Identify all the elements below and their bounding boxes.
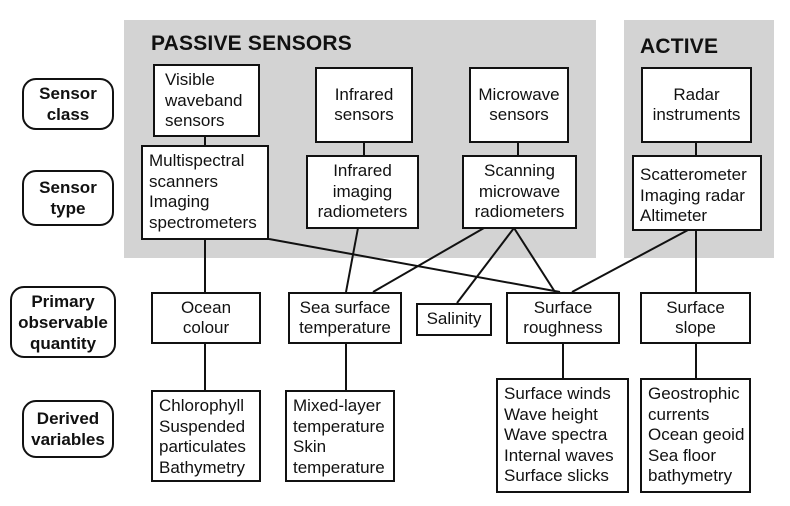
box-derived-sst: Mixed-layer temperature Skin temperature [285,390,395,482]
box-derived-ocean-colour: Chlorophyll Suspended particulates Bathy… [151,390,261,482]
box-microwave-sensors: Microwave sensors [469,67,569,143]
connector-active-roughness [571,229,689,293]
box-surface-roughness: Surface roughness [506,292,620,344]
box-salinity: Salinity [416,303,492,336]
box-infrared-imaging-radiometers: Infrared imaging radiometers [306,155,419,229]
box-scanning-microwave-radiometers: Scanning microwave radiometers [462,155,577,229]
box-visible-waveband-sensors: Visible waveband sensors [153,64,260,137]
box-derived-roughness: Surface winds Wave height Wave spectra I… [496,378,629,493]
row-label-sensor-type: Sensor type [22,170,114,226]
row-label-derived-variables: Derived variables [22,400,114,458]
box-derived-slope: Geostrophic currents Ocean geoid Sea flo… [640,378,751,493]
connector-microwave-sst [372,227,485,293]
passive-sensors-title: PASSIVE SENSORS [151,32,353,55]
row-label-sensor-class: Sensor class [22,78,114,130]
box-radar-instruments: Radar instruments [641,67,752,143]
box-multispectral-scanners: Multispectral scanners Imaging spectrome… [141,145,269,240]
box-active-instruments: Scatterometer Imaging radar Altimeter [632,155,762,231]
box-infrared-sensors: Infrared sensors [315,67,413,143]
connector-microwave-salinity [456,227,515,304]
connector-microwave-roughness [513,227,556,293]
box-sea-surface-temperature: Sea surface temperature [288,292,402,344]
box-surface-slope: Surface slope [640,292,751,344]
connector-multispectral-roughness [268,238,561,293]
box-ocean-colour: Ocean colour [151,292,261,344]
active-title: ACTIVE [640,35,719,58]
row-label-primary-observable: Primary observable quantity [10,286,116,358]
connector-infrared-sst [345,227,359,293]
